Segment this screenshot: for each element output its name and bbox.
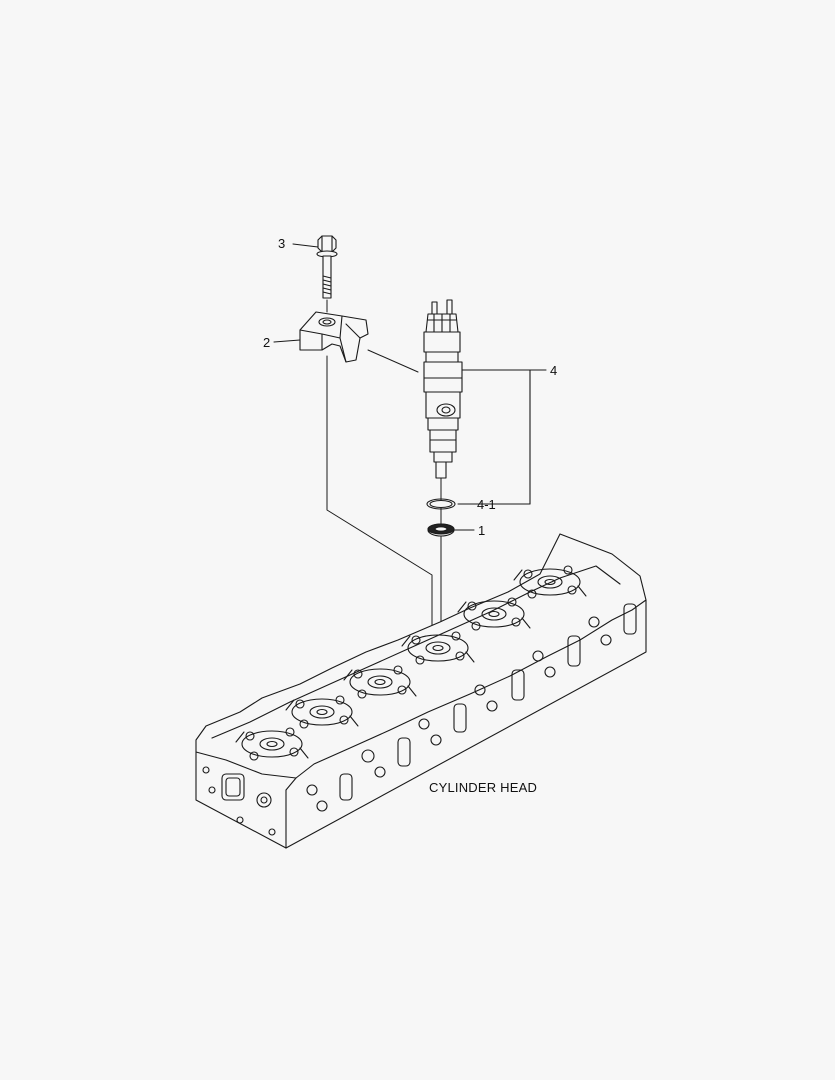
leader-lines [273, 243, 547, 531]
callout-label-4-1: 4-1 [477, 497, 496, 512]
bolt-part-3 [316, 235, 338, 299]
callout-label-3: 3 [278, 236, 286, 251]
side-face-ports [202, 603, 637, 836]
callout-label-1: 1 [478, 523, 486, 538]
cylinder-port-3 [343, 665, 417, 699]
o-ring-part-4-1 [426, 498, 456, 510]
clamp-part-2 [299, 311, 369, 363]
cylinder-port-1 [235, 727, 309, 761]
cylinder-port-5 [457, 597, 531, 631]
cylinder-port-4 [401, 631, 475, 665]
injector-part-4 [423, 299, 463, 479]
callout-label-4: 4 [550, 363, 558, 378]
washer-part-1 [427, 523, 455, 537]
cylinder-head-caption: CYLINDER HEAD [429, 780, 538, 795]
cylinder-port-6 [513, 565, 587, 599]
callout-label-2: 2 [263, 335, 271, 350]
cylinder-port-2 [285, 695, 359, 729]
cylinder-head [195, 533, 647, 849]
